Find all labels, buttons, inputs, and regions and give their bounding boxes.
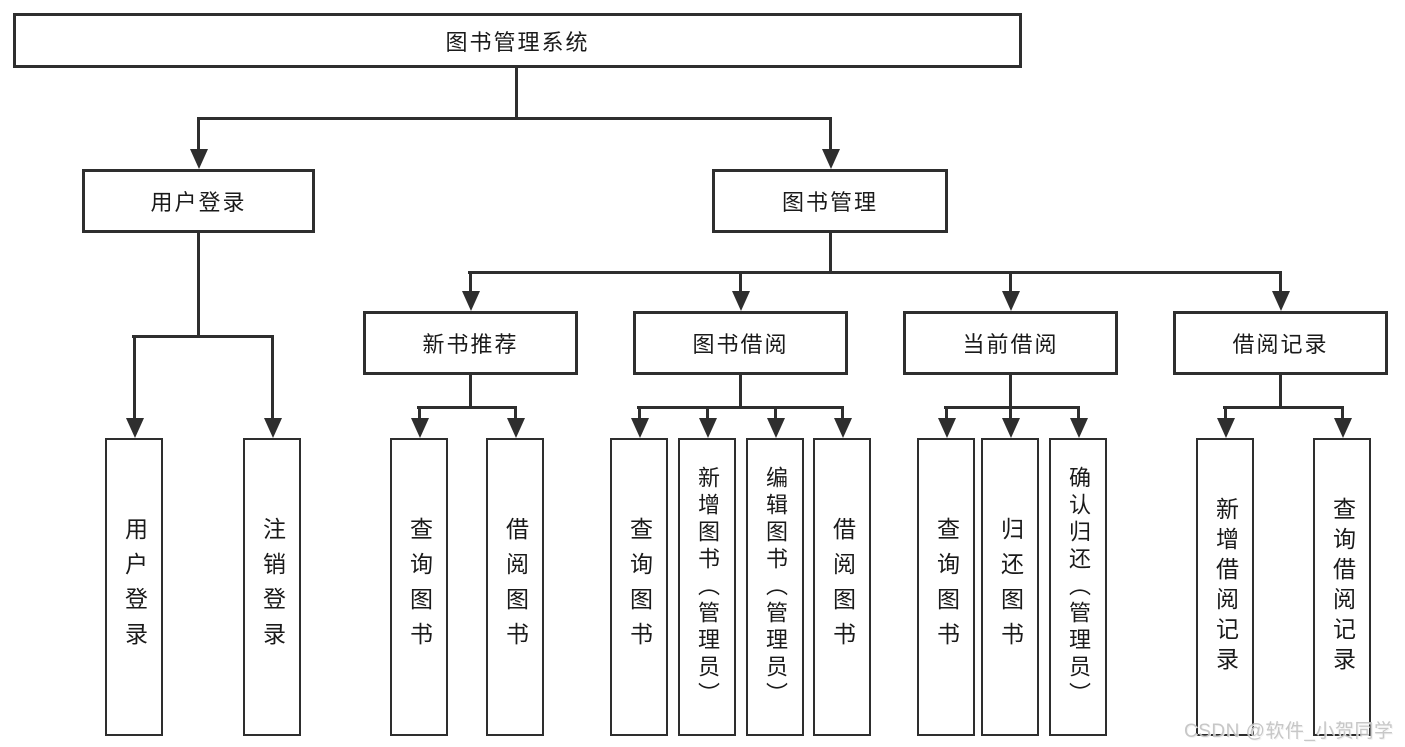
node-root-label: 图书管理系统: [445, 29, 590, 55]
arrow-down-icon: [774, 406, 777, 418]
leaf-return-books: 归还图书: [981, 438, 1039, 736]
connector-user-rail: [132, 335, 274, 338]
arrow-down-icon: [841, 406, 844, 418]
connector-group-rail: [1223, 406, 1344, 409]
connector-group-stem: [469, 375, 472, 409]
arrow-down-icon: [1341, 406, 1344, 418]
leaf-query-borrow-record-label: 查询借阅记录: [1329, 497, 1356, 677]
leaf-query-books-borrow: 查询图书: [610, 438, 668, 736]
leaf-add-borrow-record: 新增借阅记录: [1196, 438, 1254, 736]
connector-root-stem: [515, 68, 518, 118]
node-borrowing-records: 借阅记录: [1173, 311, 1388, 375]
arrow-down-icon: [1009, 406, 1012, 418]
arrow-down-icon: [514, 406, 517, 418]
leaf-add-books-admin: 新增图书（管理员）: [678, 438, 736, 736]
leaf-query-books-current: 查询图书: [917, 438, 975, 736]
leaf-query-books-current-label: 查询图书: [933, 517, 960, 657]
arrow-down-icon: [197, 117, 200, 149]
node-root: 图书管理系统: [13, 13, 1022, 68]
leaf-borrow-books-label: 借阅图书: [829, 517, 856, 657]
leaf-user-login: 用户登录: [105, 438, 163, 736]
leaf-edit-books-admin: 编辑图书（管理员）: [746, 438, 804, 736]
connector-group-stem: [1009, 375, 1012, 409]
leaf-return-books-label: 归还图书: [997, 517, 1024, 657]
connector-mgmt-stem: [829, 233, 832, 274]
arrow-down-icon: [469, 271, 472, 291]
leaf-query-books-borrow-label: 查询图书: [626, 517, 653, 657]
node-new-book-recommend-label: 新书推荐: [422, 332, 519, 357]
leaf-edit-books-admin-label: 编辑图书（管理员）: [763, 465, 788, 709]
leaf-user-login-label: 用户登录: [121, 517, 148, 657]
leaf-borrow-books: 借阅图书: [813, 438, 871, 736]
leaf-add-borrow-record-label: 新增借阅记录: [1212, 497, 1239, 677]
arrow-down-icon: [945, 406, 948, 418]
node-book-management-label: 图书管理: [781, 190, 878, 215]
arrow-down-icon: [1279, 271, 1282, 291]
arrow-down-icon: [133, 335, 136, 418]
arrow-down-icon: [706, 406, 709, 418]
leaf-confirm-return-admin: 确认归还（管理员）: [1049, 438, 1107, 736]
leaf-logout: 注销登录: [243, 438, 301, 736]
connector-group-stem: [739, 375, 742, 409]
node-new-book-recommend: 新书推荐: [363, 311, 578, 375]
arrow-down-icon: [829, 117, 832, 149]
csdn-watermark: CSDN @软件_小贺同学: [1184, 721, 1394, 742]
node-book-borrowing-label: 图书借阅: [692, 332, 789, 357]
arrow-down-icon: [418, 406, 421, 418]
connector-level2-rail: [468, 271, 1282, 274]
node-current-borrowing-label: 当前借阅: [962, 332, 1059, 357]
leaf-borrow-books-recommend-label: 借阅图书: [502, 517, 529, 657]
connector-level1-rail: [197, 117, 831, 120]
arrow-down-icon: [271, 335, 274, 418]
arrow-down-icon: [638, 406, 641, 418]
node-current-borrowing: 当前借阅: [903, 311, 1118, 375]
node-borrowing-records-label: 借阅记录: [1232, 332, 1329, 357]
arrow-down-icon: [1009, 271, 1012, 291]
arrow-down-icon: [1224, 406, 1227, 418]
leaf-query-books-recommend: 查询图书: [390, 438, 448, 736]
node-user-login-label: 用户登录: [150, 190, 247, 215]
node-book-management: 图书管理: [712, 169, 948, 233]
leaf-query-borrow-record: 查询借阅记录: [1313, 438, 1371, 736]
arrow-down-icon: [1077, 406, 1080, 418]
leaf-borrow-books-recommend: 借阅图书: [486, 438, 544, 736]
node-book-borrowing: 图书借阅: [633, 311, 848, 375]
connector-user-stem: [197, 233, 200, 337]
connector-group-rail: [417, 406, 517, 409]
leaf-logout-label: 注销登录: [259, 517, 286, 657]
node-user-login: 用户登录: [82, 169, 315, 233]
leaf-confirm-return-admin-label: 确认归还（管理员）: [1066, 465, 1091, 709]
connector-group-rail: [637, 406, 844, 409]
arrow-down-icon: [739, 271, 742, 291]
leaf-add-books-admin-label: 新增图书（管理员）: [695, 465, 720, 709]
connector-group-rail: [944, 406, 1080, 409]
leaf-query-books-recommend-label: 查询图书: [406, 517, 433, 657]
connector-group-stem: [1279, 375, 1282, 409]
